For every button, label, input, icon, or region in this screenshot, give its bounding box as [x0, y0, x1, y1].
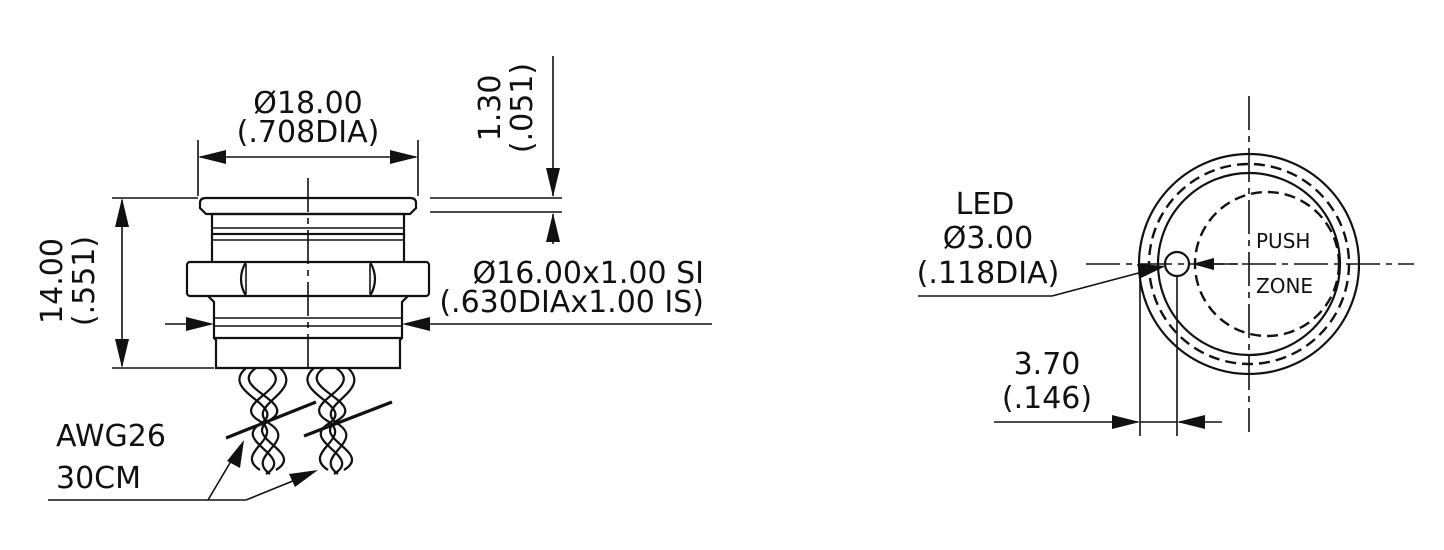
outer-bezel	[1137, 152, 1361, 376]
wire-b1	[315, 367, 353, 471]
height-arrow-bottom	[115, 339, 129, 368]
wire-break-right	[303, 400, 393, 438]
offset-arrow-left	[1112, 415, 1140, 429]
height-mm-label: 14.00	[35, 238, 70, 324]
wire-gauge-label: AWG26	[56, 419, 166, 454]
front-view: PUSH ZONE LED Ø3.00 (.118DIA) 3.70 (.146…	[917, 96, 1414, 436]
offset-mm-label: 3.70	[1014, 347, 1081, 382]
hex-nut-face-right	[369, 261, 377, 297]
wire-break-left	[225, 400, 317, 440]
cap-hidden-outline	[1147, 162, 1351, 366]
hex-nut	[185, 260, 431, 298]
wire-arrow-a	[227, 440, 244, 468]
led-title: LED	[956, 187, 1015, 222]
thread-arrow-left	[186, 317, 214, 331]
cap-arrow-down	[546, 168, 560, 197]
height-in-label: (.551)	[67, 236, 102, 326]
led-arrow	[1137, 264, 1166, 278]
offset-in-label: (.146)	[1002, 381, 1092, 416]
dia-arrow-right	[390, 150, 418, 164]
hex-nut-face-left	[239, 261, 247, 297]
wire-length-label: 30CM	[56, 461, 141, 496]
push-label: PUSH	[1256, 229, 1310, 253]
side-view: Ø18.00 (.708DIA) 1.30 (.051) 14.00 (.551…	[35, 56, 712, 501]
thread-in-label: (.630DIAx1.00 IS)	[439, 285, 704, 320]
dia-arrow-left	[198, 150, 226, 164]
zone-label: ZONE	[1256, 274, 1313, 298]
wire-arrow-b	[289, 470, 318, 487]
thread-arrow-right	[402, 317, 430, 331]
thread-body	[207, 295, 409, 370]
cap-in-label: (.051)	[505, 63, 540, 153]
wire-a2	[250, 367, 277, 471]
cap-body	[198, 196, 418, 216]
dia-mm-label: Ø18.00	[253, 86, 363, 121]
wire-b3	[306, 367, 344, 475]
push-zone-arrow	[1192, 258, 1214, 270]
height-arrow-top	[115, 198, 129, 227]
cap-arrow-up	[546, 213, 560, 242]
twisted-wires	[238, 367, 356, 475]
wire-b2	[318, 367, 345, 471]
led-leader-diagonal	[1051, 269, 1151, 297]
offset-arrow-right	[1177, 415, 1205, 429]
led-dia-in-label: (.118DIA)	[917, 256, 1060, 291]
upper-ring	[210, 212, 406, 236]
wire-a4	[261, 367, 288, 475]
led-dia-mm-label: Ø3.00	[943, 221, 1033, 256]
cap-mm-label: 1.30	[473, 75, 508, 142]
thread-mm-label: Ø16.00x1.00 SI	[473, 256, 704, 291]
dia-in-label: (.708DIA)	[237, 115, 380, 150]
